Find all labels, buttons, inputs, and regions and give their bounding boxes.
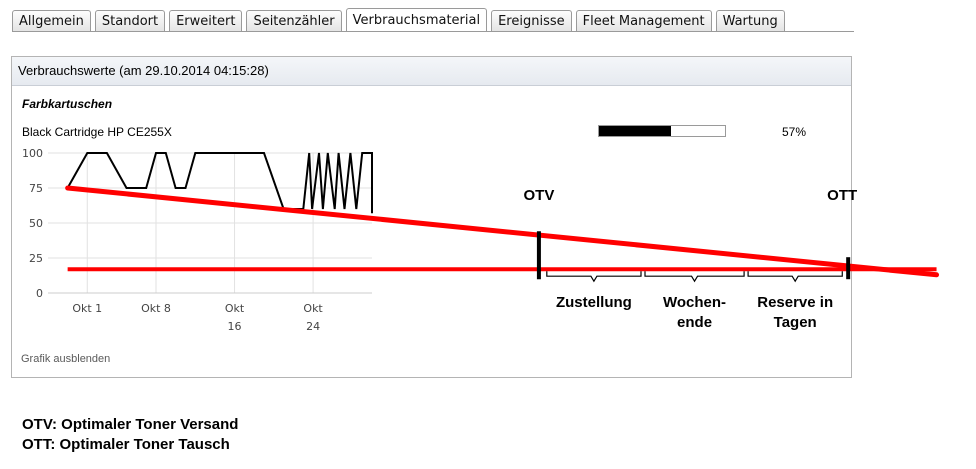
legend-otv: OTV: Optimaler Toner Versand [22, 416, 239, 433]
tab-bar: Allgemein Standort Erweitert Seitenzähle… [12, 8, 789, 32]
tab-divider [12, 31, 854, 32]
tab-standort[interactable]: Standort [94, 10, 166, 32]
tab-seitenzaehler[interactable]: Seitenzähler [246, 10, 342, 32]
section-title: Farbkartuschen [22, 97, 113, 111]
tab-verbrauchsmaterial[interactable]: Verbrauchsmaterial [345, 8, 488, 32]
tab-allgemein[interactable]: Allgemein [12, 10, 91, 32]
toner-level-percent: 57% [782, 125, 807, 139]
toner-level-bar [598, 125, 726, 137]
tab-ereignisse[interactable]: Ereignisse [491, 10, 572, 32]
panel-header: Verbrauchswerte (am 29.10.2014 04:15:28) [12, 57, 851, 86]
hide-chart-link[interactable]: Grafik ausblenden [21, 353, 111, 365]
cartridge-name: Black Cartridge HP CE255X [22, 125, 172, 139]
legend-ott: OTT: Optimaler Toner Tausch [22, 436, 230, 453]
toner-level-fill [599, 126, 671, 136]
tab-fleet-management[interactable]: Fleet Management [575, 10, 712, 32]
legend: OTV: Optimaler Toner Versand OTT: Optima… [22, 415, 238, 455]
consumables-panel: Verbrauchswerte (am 29.10.2014 04:15:28)… [11, 56, 852, 378]
tab-wartung[interactable]: Wartung [715, 10, 785, 32]
tab-erweitert[interactable]: Erweitert [169, 10, 243, 32]
